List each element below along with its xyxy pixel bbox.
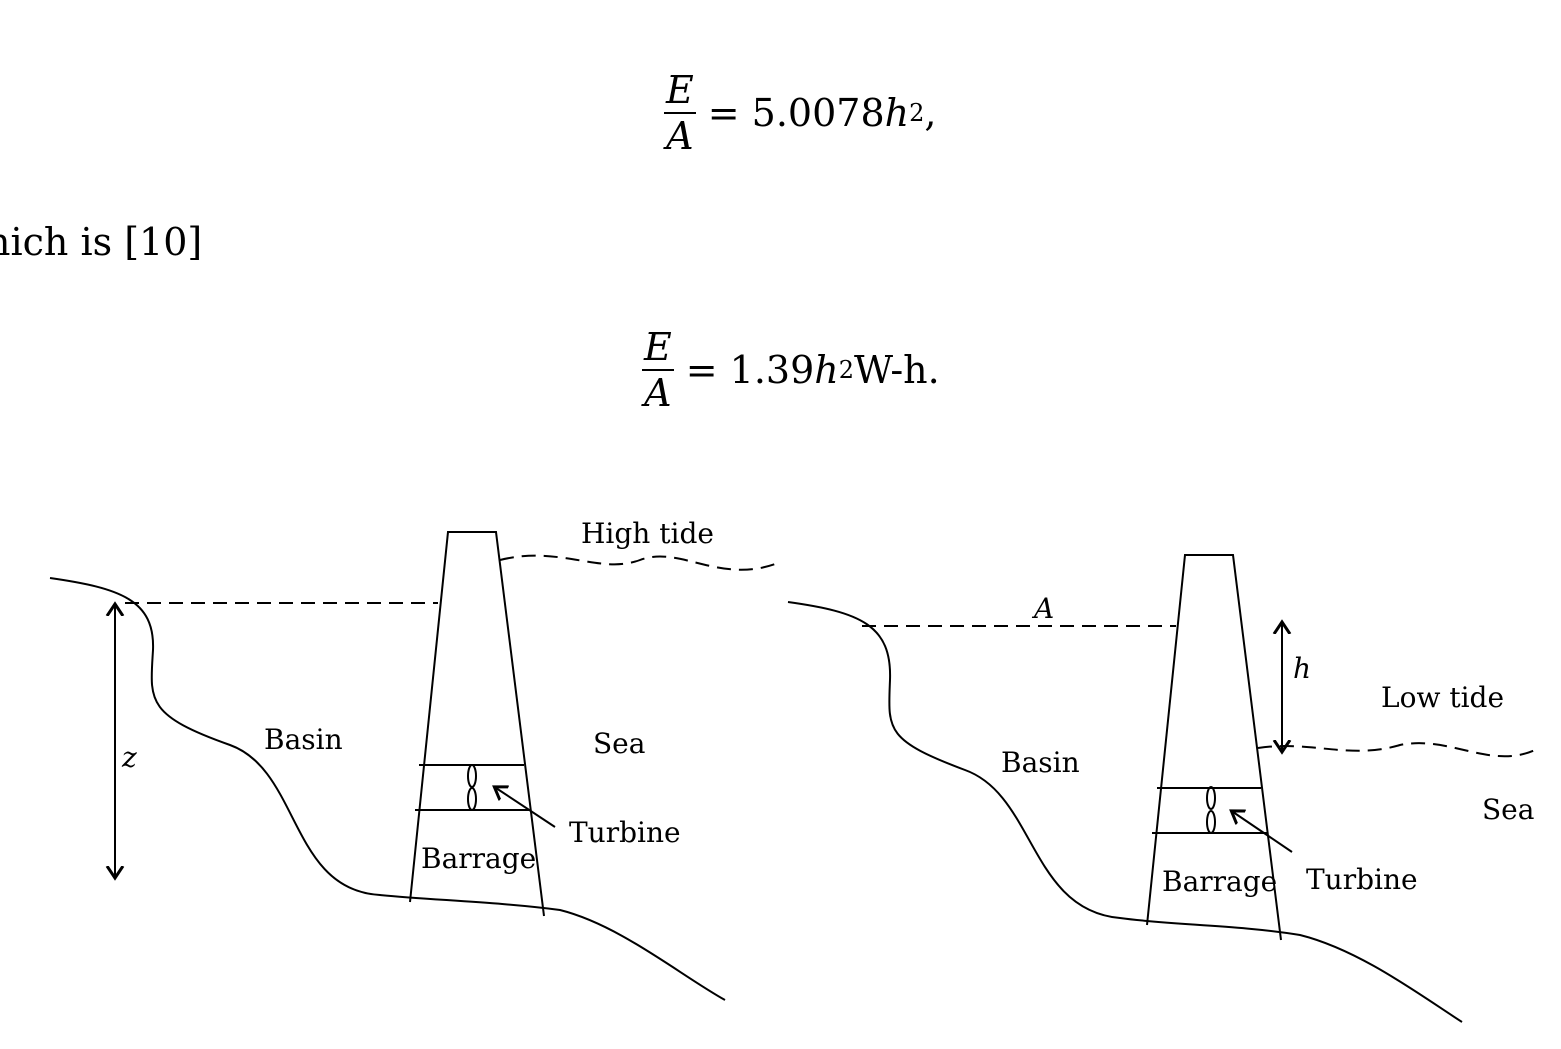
exponent: 2 [838,356,855,384]
turbine-label: Turbine [1306,863,1418,896]
z-label: z [121,741,137,774]
basin-label: Basin [1001,746,1080,779]
barrage [409,531,545,917]
numerator: E [664,68,696,114]
turbine-blade [467,764,477,788]
sea-label: Sea [593,727,645,760]
barrage-label: Barrage [1162,865,1277,898]
turbine-blade [1206,810,1216,834]
denominator: A [666,114,694,158]
sea-label: Sea [1482,793,1534,826]
rhs: = 1.39 [685,348,815,392]
fraction: E A [664,68,696,158]
turbine-arrow [1233,812,1293,853]
low-tide-level [1257,742,1536,758]
numerator: E [642,325,674,371]
turbine-label: Turbine [569,816,681,849]
suffix: , [924,91,937,135]
turbine-arrow [496,788,556,828]
basin-shore [787,601,1463,1023]
variable: h [814,348,839,392]
low-tide-label: Low tide [1381,681,1504,714]
high-tide-level [499,554,779,571]
basin-shore [49,577,726,1001]
suffix: W-h. [854,348,940,392]
denominator: A [644,371,672,415]
paragraph-text: hich is [10] [0,220,203,264]
left-panel-high-tide [49,531,779,1001]
high-tide-label: High tide [581,517,714,550]
exponent: 2 [909,99,925,127]
fraction: E A [642,325,674,415]
h-label: h [1293,652,1311,685]
barrage [1146,554,1282,941]
rhs: = 5.0078 [707,91,885,135]
barrage-label: Barrage [421,842,536,875]
turbine-blade [1206,786,1216,810]
right-panel-low-tide [787,554,1536,1023]
a-label: A [1031,592,1054,625]
basin-label: Basin [264,723,343,756]
turbine-blade [467,787,477,811]
variable: h [884,91,910,135]
